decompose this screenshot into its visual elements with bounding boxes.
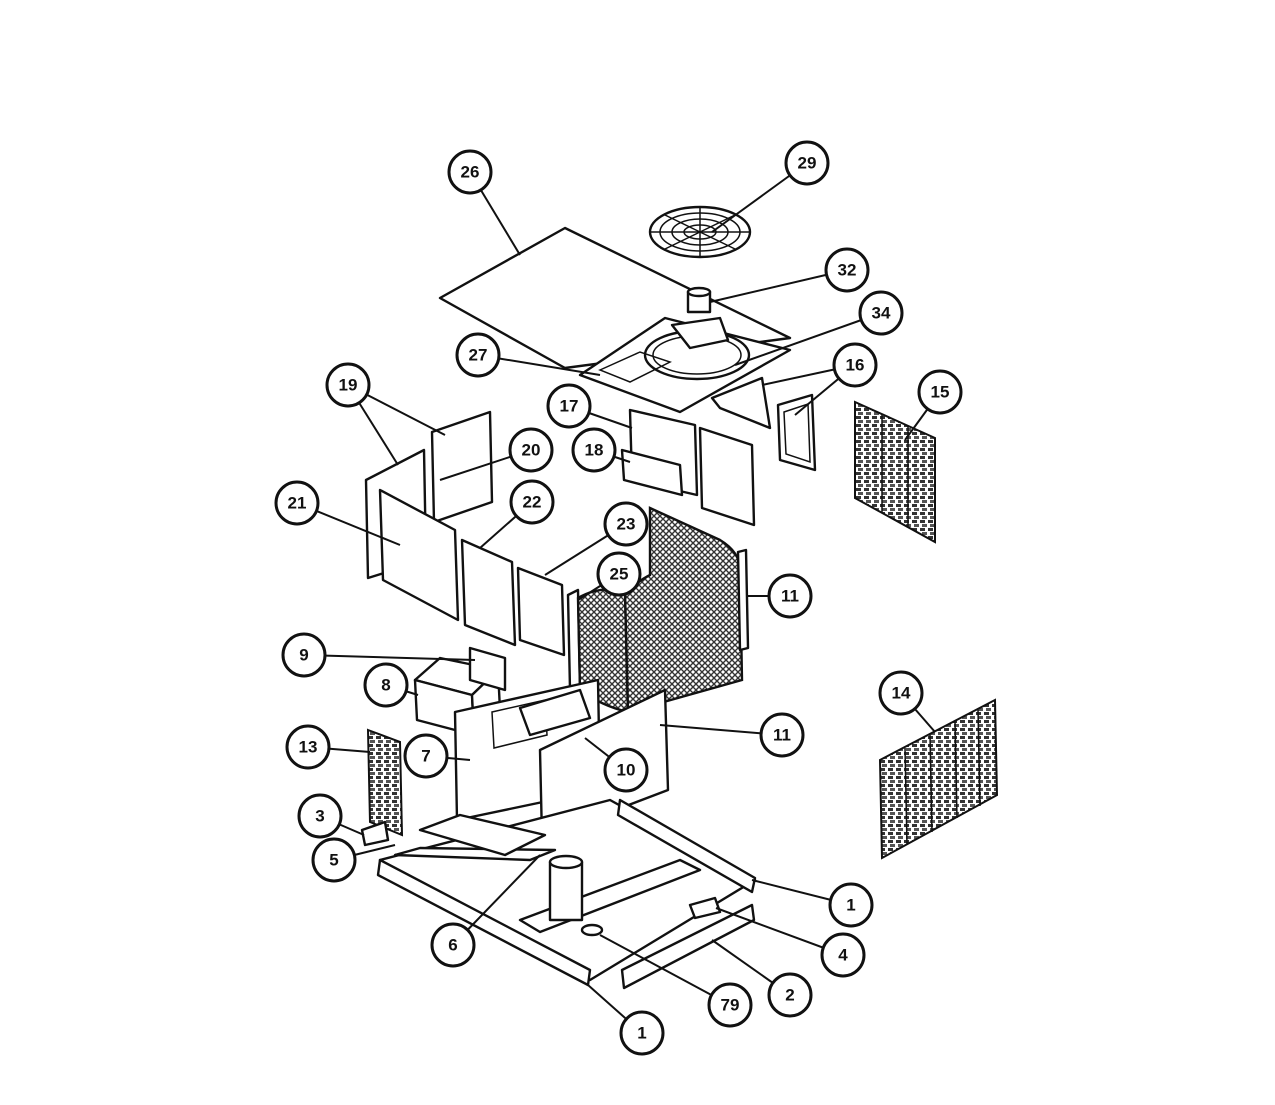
svg-text:79: 79: [721, 996, 740, 1015]
callout-79: 79: [707, 982, 753, 1028]
callout-1-bottom: 1: [619, 1010, 665, 1056]
callout-11-lower: 11: [759, 712, 805, 758]
svg-text:15: 15: [931, 383, 950, 402]
svg-text:4: 4: [838, 946, 848, 965]
callout-22: 22: [509, 479, 555, 525]
access-panel-16b: [776, 393, 817, 472]
bracket-3: [360, 820, 390, 847]
callout-19: 19: [325, 362, 371, 408]
callout-1-right: 1: [828, 882, 874, 928]
svg-text:17: 17: [560, 397, 579, 416]
svg-text:23: 23: [617, 515, 636, 534]
svg-text:20: 20: [522, 441, 541, 460]
callout-5: 5: [311, 837, 357, 883]
svg-text:7: 7: [421, 747, 430, 766]
callout-34: 34: [858, 290, 904, 336]
callout-3: 3: [297, 793, 343, 839]
side-panel-19a: [430, 410, 494, 524]
fan-motor: [670, 286, 730, 350]
callout-20: 20: [508, 427, 554, 473]
callout-11-upper: 11: [767, 573, 813, 619]
callout-10: 10: [603, 747, 649, 793]
svg-text:27: 27: [469, 346, 488, 365]
callout-18: 18: [571, 427, 617, 473]
svg-text:16: 16: [846, 356, 865, 375]
svg-text:29: 29: [798, 154, 817, 173]
callout-15: 15: [917, 369, 963, 415]
louver-grille-13: [366, 728, 404, 837]
bracket-4: [688, 896, 722, 920]
svg-text:3: 3: [315, 807, 324, 826]
callout-27: 27: [455, 332, 501, 378]
callout-9: 9: [281, 632, 327, 678]
base-rail-right: [620, 903, 756, 990]
side-panel-21: [378, 488, 460, 622]
callout-21: 21: [274, 480, 320, 526]
callout-32: 32: [824, 247, 870, 293]
callout-8: 8: [363, 662, 409, 708]
base-rail-side: [616, 798, 757, 894]
callout-13: 13: [285, 724, 331, 770]
fan-orifice-panel: [578, 316, 792, 414]
callout-6: 6: [430, 922, 476, 968]
svg-text:10: 10: [617, 761, 636, 780]
svg-text:21: 21: [288, 494, 307, 513]
svg-text:11: 11: [773, 726, 791, 745]
fan-guard: [648, 205, 752, 259]
svg-text:32: 32: [838, 261, 857, 280]
svg-text:11: 11: [781, 587, 799, 606]
access-panel-16a: [710, 376, 772, 430]
callout-29: 29: [784, 140, 830, 186]
side-panel-22: [460, 538, 517, 647]
svg-text:34: 34: [872, 304, 891, 323]
callout-16: 16: [832, 342, 878, 388]
svg-text:1: 1: [637, 1024, 646, 1043]
louver-grille-14: [878, 698, 999, 860]
svg-text:8: 8: [381, 676, 390, 695]
control-panel: [620, 408, 756, 527]
callout-25: 25: [596, 551, 642, 597]
svg-text:14: 14: [892, 684, 911, 703]
svg-text:26: 26: [461, 163, 480, 182]
side-panel-23: [516, 566, 566, 657]
svg-text:9: 9: [299, 646, 308, 665]
svg-text:22: 22: [523, 493, 542, 512]
svg-text:1: 1: [846, 896, 855, 915]
callout-2: 2: [767, 972, 813, 1018]
callout-26: 26: [447, 149, 493, 195]
callout-17: 17: [546, 383, 592, 429]
svg-text:25: 25: [610, 565, 629, 584]
svg-text:2: 2: [785, 986, 794, 1005]
svg-text:18: 18: [585, 441, 604, 460]
callout-7: 7: [403, 733, 449, 779]
svg-text:19: 19: [339, 376, 358, 395]
compressor: [548, 854, 604, 937]
callout-4: 4: [820, 932, 866, 978]
svg-text:13: 13: [299, 738, 318, 757]
svg-text:5: 5: [329, 851, 338, 870]
louver-grille-15: [854, 400, 936, 544]
callout-14: 14: [878, 670, 924, 716]
callout-23: 23: [603, 501, 649, 547]
partition-panel-10: [518, 688, 670, 840]
svg-text:6: 6: [448, 936, 457, 955]
